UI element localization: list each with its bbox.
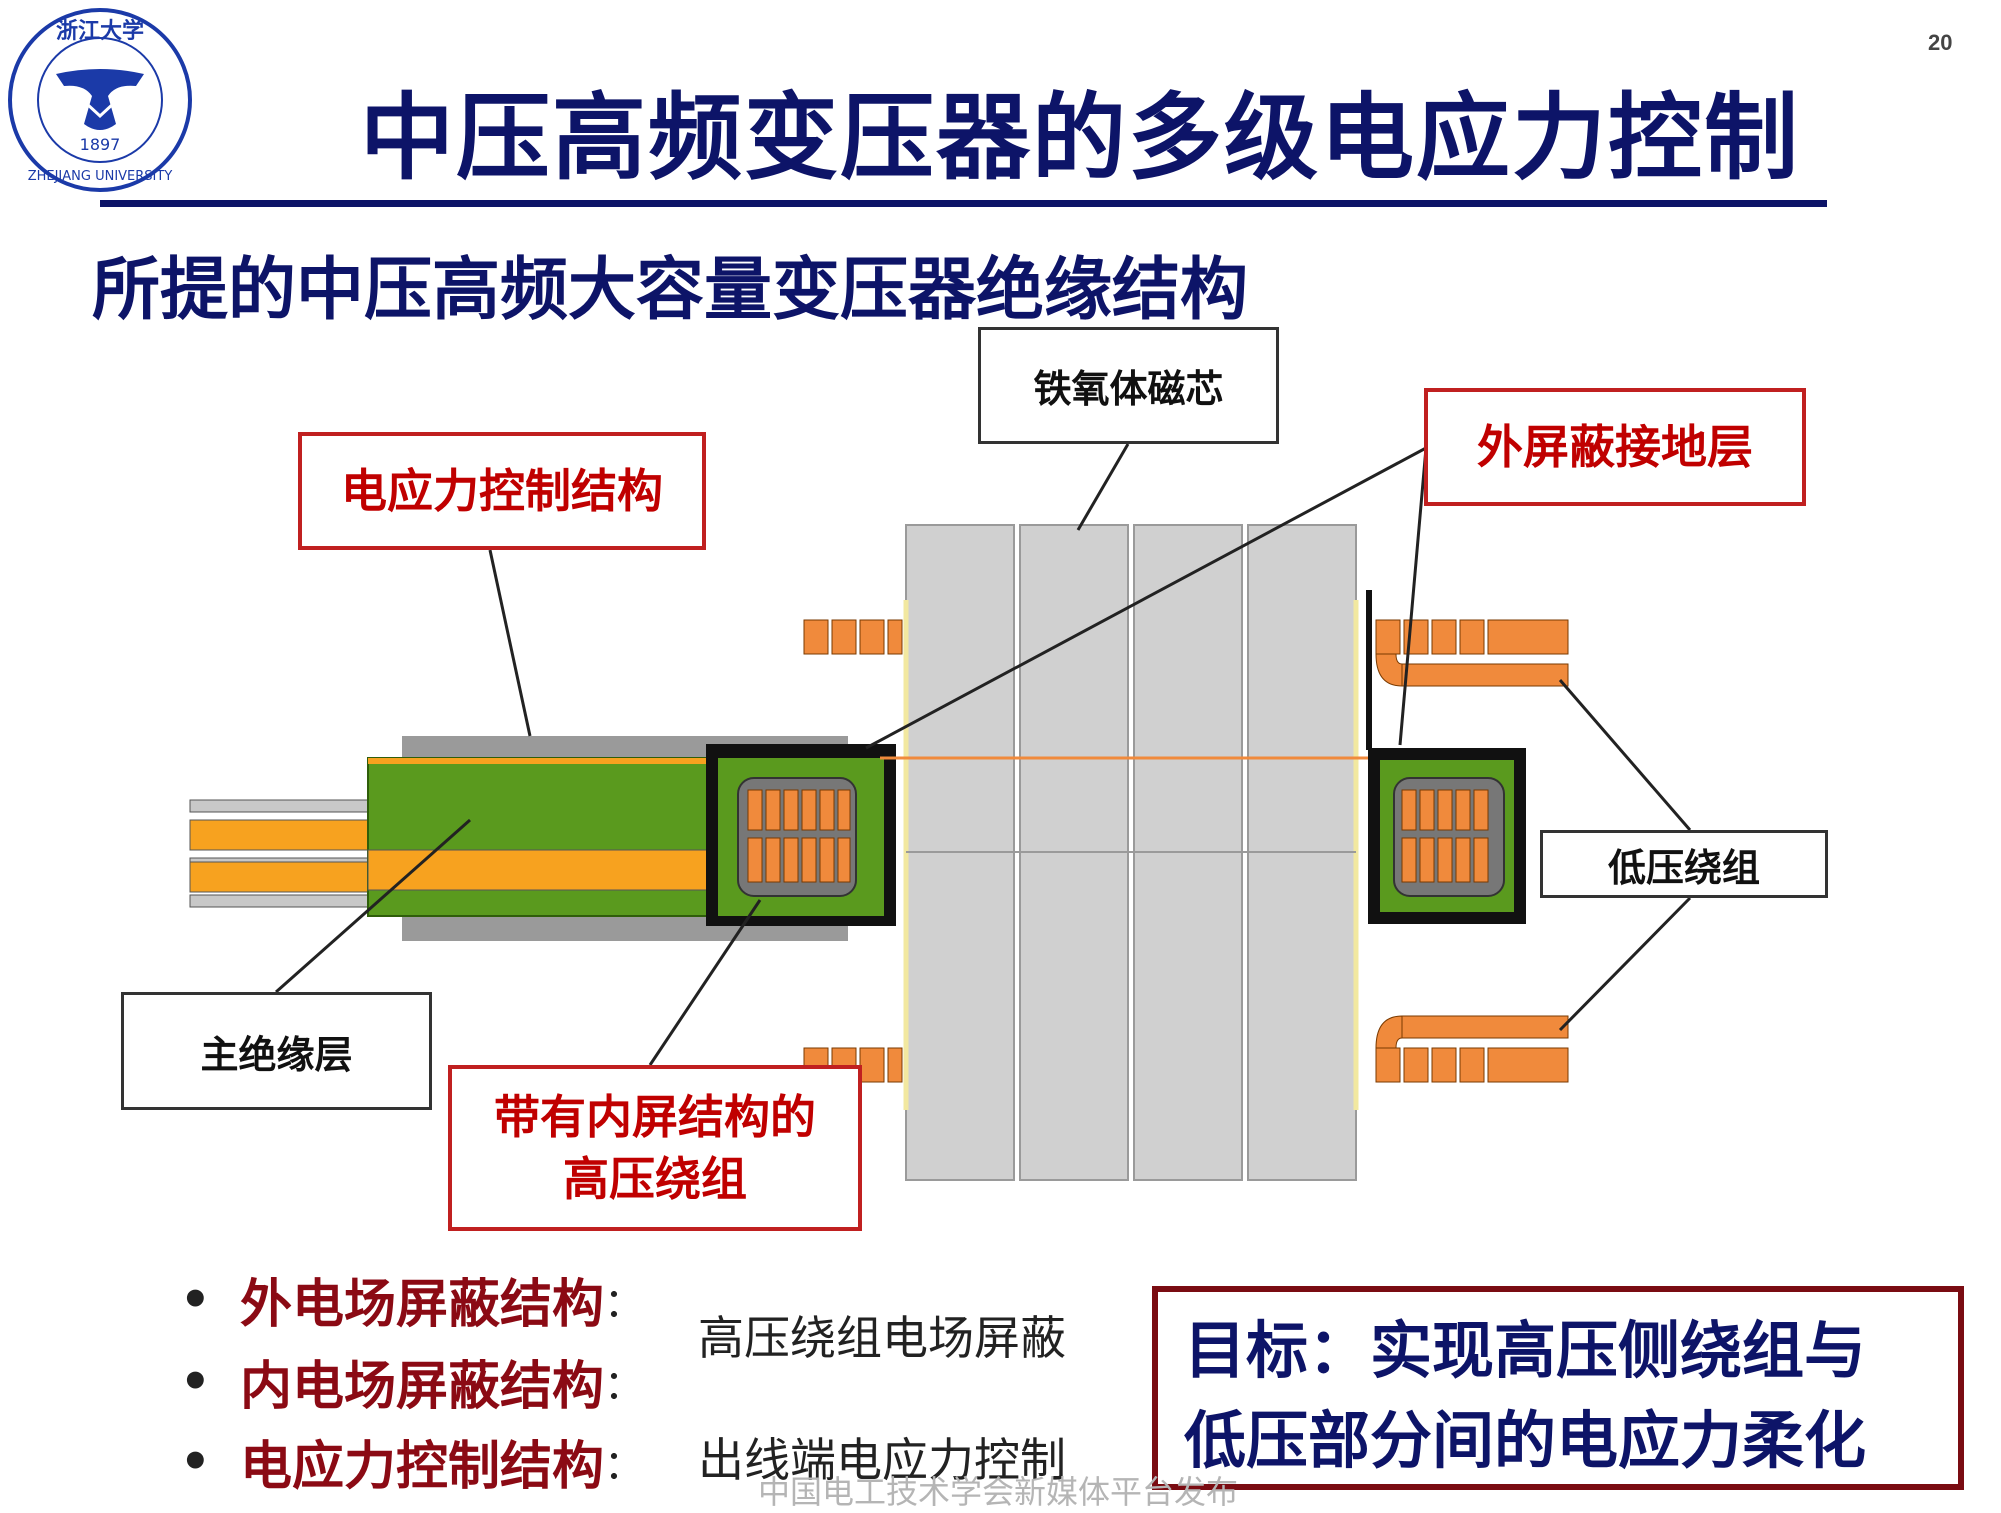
label-ferrite-core: 铁氧体磁芯	[978, 327, 1279, 444]
goal-box: 目标：实现高压侧绕组与 低压部分间的电应力柔化	[1152, 1286, 1964, 1490]
lv-winding-conductors	[1401, 789, 1489, 883]
bullet-colon: ：	[604, 1280, 645, 1327]
watermark: 中国电工技术学会新媒体平台发布	[758, 1473, 1239, 1511]
label-outer-shield: 外屏蔽接地层	[1424, 388, 1806, 506]
section-subtitle: 所提的中压高频大容量变压器绝缘结构	[92, 251, 1249, 330]
bullet-colon: ：	[604, 1362, 645, 1409]
goal-line2: 低压部分间的电应力柔化	[1184, 1404, 1867, 1477]
bullet-desc: 出线端电应力控制	[698, 1433, 1066, 1487]
label-hv-winding: 带有内屏结构的 高压绕组	[448, 1065, 862, 1231]
label-lv-winding: 低压绕组	[1540, 830, 1828, 898]
goal-line1: 目标：实现高压侧绕组与	[1184, 1314, 1867, 1387]
logo-top-text: 浙江大学	[56, 18, 144, 44]
logo-bottom-text: ZHEJIANG UNIVERSITY	[28, 169, 173, 184]
hv-winding-conductors	[747, 789, 851, 883]
label-main-insulation: 主绝缘层	[121, 992, 432, 1110]
bullet-term: 内电场屏蔽结构	[240, 1357, 605, 1417]
bullet-colon: ：	[604, 1442, 645, 1489]
eagle-icon	[56, 69, 144, 130]
bullet-item: • 内电场屏蔽结构：	[180, 1344, 644, 1419]
lead-copper	[189, 819, 371, 851]
page-title: 中压高频变压器的多级电应力控制	[360, 84, 1801, 193]
page-number: 20	[1928, 30, 1953, 55]
lv-copper-right	[1375, 619, 1569, 1083]
bullet-item: • 电应力控制结构：	[180, 1424, 644, 1499]
bullet-dot-icon: •	[180, 1433, 211, 1490]
label-hv-winding-line1: 带有内屏结构的	[494, 1089, 816, 1144]
inner-conductor	[367, 849, 749, 891]
label-stress-control: 电应力控制结构	[298, 432, 706, 550]
bullet-dot-icon: •	[180, 1271, 211, 1328]
leader-lines	[275, 443, 1692, 1066]
bullet-term: 电应力控制结构	[240, 1437, 605, 1497]
title-divider	[100, 200, 1827, 207]
bullet-item: • 外电场屏蔽结构：	[180, 1262, 644, 1337]
bullet-term: 外电场屏蔽结构	[240, 1275, 605, 1335]
label-hv-winding-line2: 高压绕组	[563, 1152, 747, 1206]
bullet-dot-icon: •	[180, 1353, 211, 1410]
university-logo: 1897 浙江大学 ZHEJIANG UNIVERSITY	[8, 8, 192, 192]
stress-control-strip	[368, 758, 880, 764]
bullet-desc: 高压绕组电场屏蔽	[698, 1311, 1066, 1365]
logo-year: 1897	[80, 135, 121, 154]
